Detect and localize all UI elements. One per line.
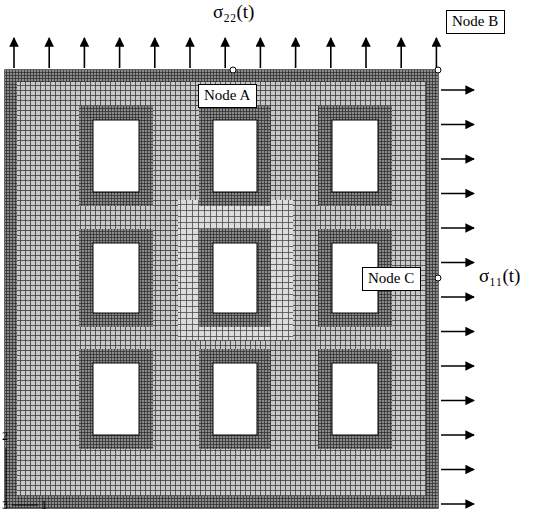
node-name: Node C [368,270,415,287]
node-name: Node A [204,87,251,104]
load-arrows [14,38,474,504]
node-label-box: Node B [446,10,505,34]
axis-label: 3 [2,499,8,512]
load-label: σ₂₂(t) [213,2,254,23]
plate-mesh [5,67,441,508]
axis-triad [6,448,38,505]
node-label-box: Node A [198,84,257,108]
node-name: Node B [452,13,499,30]
node-label-box: Node C [362,267,421,291]
axis-label: 1 [41,499,47,512]
load-label: σ₁₁(t) [479,266,520,287]
axis-label: 2 [2,430,8,443]
